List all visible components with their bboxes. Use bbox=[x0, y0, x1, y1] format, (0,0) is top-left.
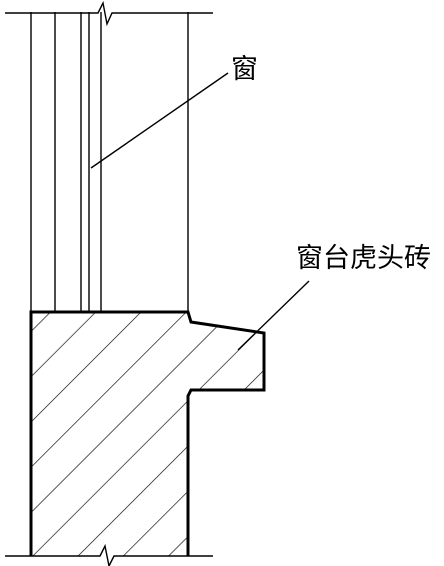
wall-hatching bbox=[31, 312, 264, 556]
sill-brick-label: 窗台虎头砖 bbox=[296, 243, 431, 274]
wall-section-outline bbox=[29, 310, 266, 556]
sill-brick-leader-line bbox=[237, 280, 310, 351]
window-label: 窗 bbox=[231, 54, 258, 85]
window-leader-line bbox=[90, 72, 229, 169]
bottom-break-line bbox=[5, 543, 213, 566]
top-break-line bbox=[5, 0, 213, 27]
window-frame bbox=[30, 12, 189, 312]
